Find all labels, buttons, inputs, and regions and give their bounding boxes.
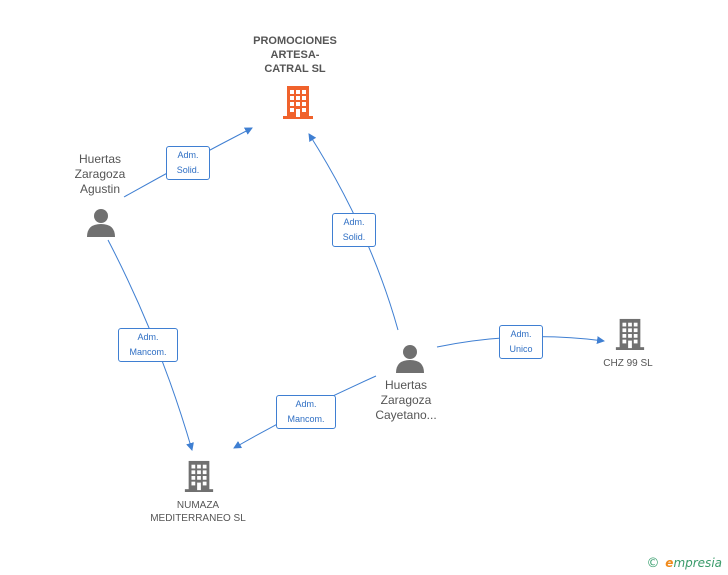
node-label-promociones[interactable]: PROMOCIONES ARTESA- CATRAL SL — [235, 34, 355, 76]
node-label-chz[interactable]: CHZ 99 SL — [588, 357, 668, 370]
edge-label-agustin-promociones[interactable]: Adm. Solid. — [166, 146, 210, 180]
label-line: Huertas — [78, 152, 122, 166]
edge-label-line: Mancom. — [129, 347, 167, 357]
label-line: Huertas — [384, 378, 428, 392]
building-icon-chz[interactable] — [614, 316, 646, 352]
edge-label-line: Adm. — [137, 332, 159, 342]
label-line: CATRAL SL — [264, 63, 326, 75]
label-line: Cayetano... — [375, 408, 437, 422]
footer-brand: © empresia — [646, 556, 722, 571]
building-icon-main[interactable] — [281, 84, 315, 120]
label-line: CHZ 99 SL — [603, 358, 653, 369]
edge-label-line: Adm. — [343, 217, 365, 227]
edge-label-line: Adm. — [177, 150, 199, 160]
edge-label-cayetano-chz[interactable]: Adm. Unico — [499, 325, 543, 359]
label-line: Agustin — [79, 182, 121, 196]
label-line: NUMAZA — [176, 500, 220, 511]
building-icon-numaza[interactable] — [183, 458, 215, 494]
edge-label-line: Solid. — [342, 232, 366, 242]
edge-label-cayetano-promociones[interactable]: Adm. Solid. — [332, 213, 376, 247]
edge-label-line: Solid. — [176, 165, 200, 175]
node-label-numaza[interactable]: NUMAZA MEDITERRANEO SL — [138, 499, 258, 525]
label-line: PROMOCIONES — [253, 35, 337, 47]
brand-name: mpresia — [673, 556, 722, 570]
person-icon-cayetano[interactable] — [395, 343, 425, 373]
label-line: MEDITERRANEO SL — [150, 513, 246, 524]
label-line: Zaragoza — [380, 393, 432, 407]
edge-label-agustin-numaza[interactable]: Adm. Mancom. — [118, 328, 178, 362]
label-line: ARTESA- — [270, 49, 320, 61]
person-icon-agustin[interactable] — [86, 207, 116, 237]
brand-initial: e — [665, 556, 674, 570]
brand-logo: empresia — [665, 556, 722, 570]
edge-label-line: Adm. — [510, 329, 532, 339]
edge-label-line: Unico — [509, 344, 533, 354]
node-label-agustin[interactable]: Huertas Zaragoza Agustin — [50, 152, 150, 197]
edge-label-cayetano-numaza[interactable]: Adm. Mancom. — [276, 395, 336, 429]
label-line: Zaragoza — [74, 167, 126, 181]
node-label-cayetano[interactable]: Huertas Zaragoza Cayetano... — [356, 378, 456, 423]
edge-label-line: Mancom. — [287, 414, 325, 424]
edge-label-line: Adm. — [295, 399, 317, 409]
copyright-icon: © — [646, 556, 660, 571]
